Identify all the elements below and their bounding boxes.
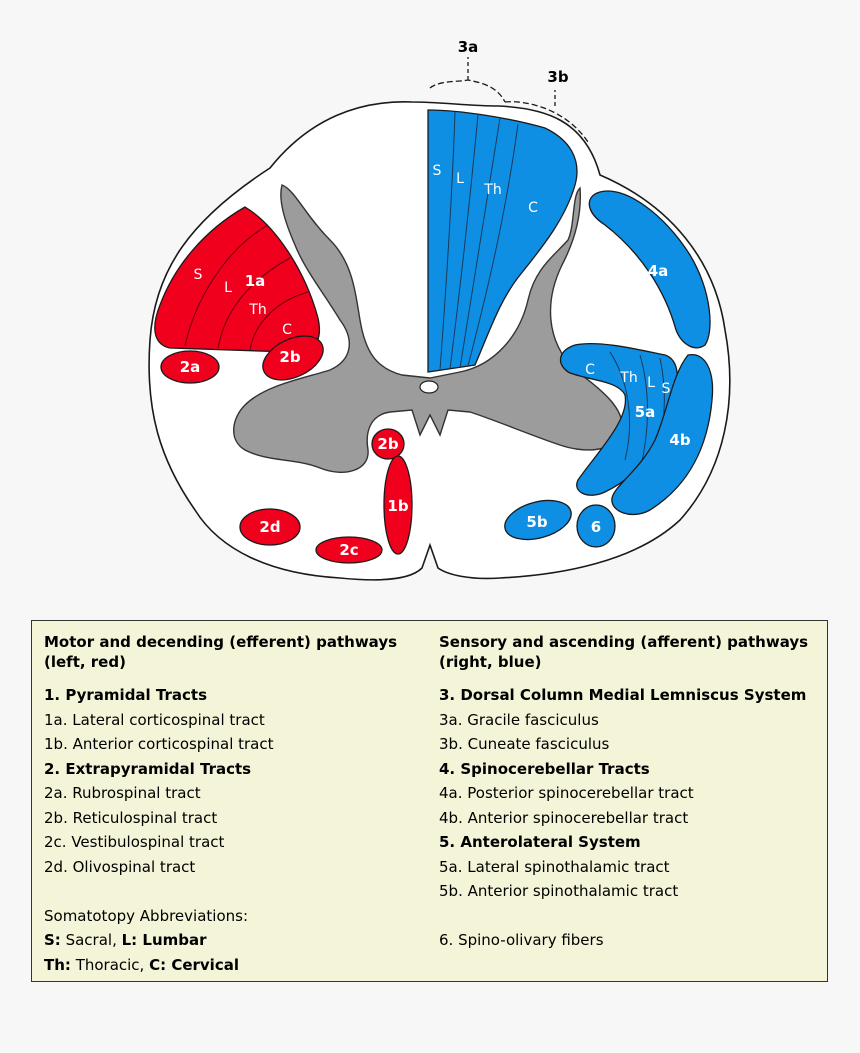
- legend-item: 5a. Lateral spinothalamic tract: [439, 857, 670, 876]
- legend-item-spino-olivary: 6. Spino-olivary fibers: [439, 931, 604, 949]
- legend-item: 3b. Cuneate fasciculus: [439, 735, 610, 753]
- legend-item: 2c. Vestibulospinal tract: [44, 833, 225, 851]
- legend-item: 1a. Lateral corticospinal tract: [44, 710, 265, 729]
- tract-5b: [504, 499, 572, 541]
- legend-item: 5. Anterolateral System: [439, 833, 641, 851]
- legend-item: 2d. Olivospinal tract: [44, 857, 196, 876]
- tract-6: [576, 504, 616, 548]
- abbreviations-line1: S: Sacral, L: Lumbar: [44, 931, 207, 949]
- dorsal-column-dividers: [439, 111, 519, 371]
- legend-sensory-column: Sensory and ascending (afferent) pathway…: [439, 632, 827, 953]
- tract-2b-upper-label: 2b: [279, 348, 300, 366]
- tract-1a-dividers: [184, 224, 309, 351]
- tract-1b: [383, 455, 413, 555]
- tract-5b-label: 5b: [526, 513, 547, 531]
- spinal-cord-diagram: 3a 3b S L Th C S L 1a Th C 2a 2b 2b 1b 2…: [148, 38, 731, 581]
- dorsal-brackets: [429, 57, 589, 143]
- label-3a: 3a: [458, 38, 479, 56]
- legend-item: 1. Pyramidal Tracts: [44, 686, 208, 704]
- legend-item: 2a. Rubrospinal tract: [44, 784, 201, 802]
- sensory-heading: Sensory and ascending (afferent) pathway…: [439, 632, 827, 672]
- tract-2d: [239, 508, 301, 546]
- tract-6-label: 6: [591, 518, 601, 536]
- tract-2b-lower: [371, 428, 405, 460]
- dorsal-column-tract: [427, 109, 578, 373]
- legend-item: 1b. Anterior corticospinal tract: [44, 735, 274, 753]
- tract-1b-label: 1b: [387, 497, 408, 515]
- tract-2a-label: 2a: [180, 358, 201, 376]
- tract-5a-label-s: S: [662, 381, 671, 397]
- abbreviations-line2: Th: Thoracic, C: Cervical: [44, 955, 239, 974]
- central-canal: [419, 380, 439, 394]
- motor-heading-line2: (left, red): [44, 653, 126, 671]
- sensory-heading-line2: (right, blue): [439, 653, 542, 671]
- motor-heading: Motor and decending (efferent) pathways …: [44, 632, 439, 672]
- tract-5a-label: 5a: [635, 403, 656, 421]
- tract-4a-label: 4a: [648, 262, 669, 280]
- tract-2b-lower-label: 2b: [377, 435, 398, 453]
- tract-1a-label-c: C: [282, 322, 292, 338]
- tract-4b: [611, 354, 714, 515]
- dorsal-label-l: L: [456, 171, 464, 187]
- legend-item: 4a. Posterior spinocerebellar tract: [439, 784, 694, 802]
- tract-1a-label: 1a: [245, 272, 266, 290]
- label-3b: 3b: [547, 68, 568, 86]
- legend-item: 5b. Anterior spinothalamic tract: [439, 882, 679, 900]
- dorsal-label-s: S: [433, 163, 442, 179]
- tract-2a: [160, 350, 220, 384]
- legend-item: 2b. Reticulospinal tract: [44, 808, 218, 827]
- dorsal-label-c: C: [528, 200, 538, 216]
- tract-5a-label-c: C: [585, 362, 595, 378]
- motor-heading-line1: Motor and decending (efferent) pathways: [44, 633, 398, 651]
- legend-item: 4. Spinocerebellar Tracts: [439, 759, 650, 778]
- legend-item: 3. Dorsal Column Medial Lemniscus System: [439, 686, 807, 704]
- tract-5a-label-l: L: [647, 375, 655, 391]
- tract-4a: [588, 190, 711, 349]
- tract-4b-label: 4b: [669, 431, 690, 449]
- dorsal-label-th: Th: [483, 182, 501, 198]
- tract-2c: [315, 536, 383, 564]
- legend-item: 2. Extrapyramidal Tracts: [44, 759, 252, 778]
- abbreviations-title: Somatotopy Abbreviations:: [44, 906, 248, 925]
- tract-2c-label: 2c: [339, 541, 358, 559]
- tract-1a-label-th: Th: [248, 302, 266, 318]
- tract-2b-upper: [262, 335, 324, 381]
- tract-5a-label-th: Th: [619, 370, 637, 386]
- tract-2d-label: 2d: [259, 518, 280, 536]
- tract-1a-label-l: L: [224, 280, 232, 296]
- legend-motor-column: Motor and decending (efferent) pathways …: [44, 632, 439, 977]
- legend-item: 4b. Anterior spinocerebellar tract: [439, 808, 689, 827]
- legend-box: Motor and decending (efferent) pathways …: [31, 620, 828, 982]
- sensory-heading-line1: Sensory and ascending (afferent) pathway…: [439, 633, 809, 651]
- tract-1a-label-s: S: [194, 267, 203, 283]
- legend-item: 3a. Gracile fasciculus: [439, 710, 599, 729]
